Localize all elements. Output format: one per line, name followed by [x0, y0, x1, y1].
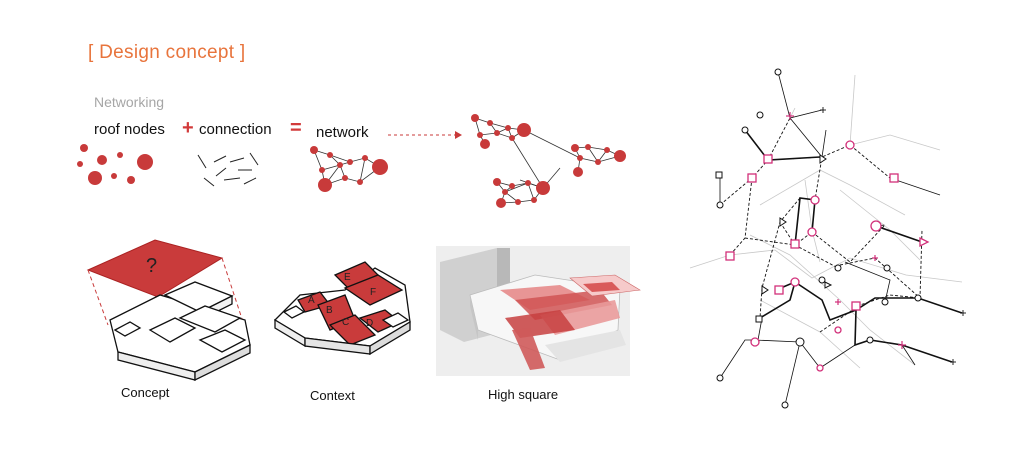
question-mark: ?	[146, 255, 157, 277]
equation-term-connection: connection	[199, 121, 272, 138]
dashed-arrow	[388, 131, 462, 139]
label-e: E	[344, 272, 351, 283]
high-square-photo	[436, 246, 641, 376]
equation-term-roof-nodes: roof nodes	[94, 121, 165, 138]
equation-term-network: network	[316, 124, 369, 141]
label-d: D	[366, 318, 373, 329]
plus-operator: +	[182, 117, 194, 139]
network-small-illustration	[310, 146, 388, 192]
section-subtitle: Networking	[94, 94, 165, 110]
network-large-illustration	[471, 114, 626, 208]
equals-operator: =	[290, 117, 302, 139]
caption-context: Context	[310, 388, 355, 403]
caption-high-square: High square	[488, 387, 559, 402]
connection-sticks-illustration	[197, 152, 259, 187]
label-b: B	[326, 305, 333, 316]
caption-concept: Concept	[121, 385, 170, 400]
label-a: A	[308, 295, 315, 306]
roof-nodes-illustration	[77, 144, 153, 185]
network-diagram	[689, 68, 966, 409]
concept-model-illustration: ?	[86, 239, 251, 382]
label-c: C	[342, 317, 349, 328]
context-model-illustration: A B C D E F	[273, 261, 411, 356]
label-f: F	[370, 287, 376, 298]
page-title: [ Design concept ]	[88, 42, 246, 63]
